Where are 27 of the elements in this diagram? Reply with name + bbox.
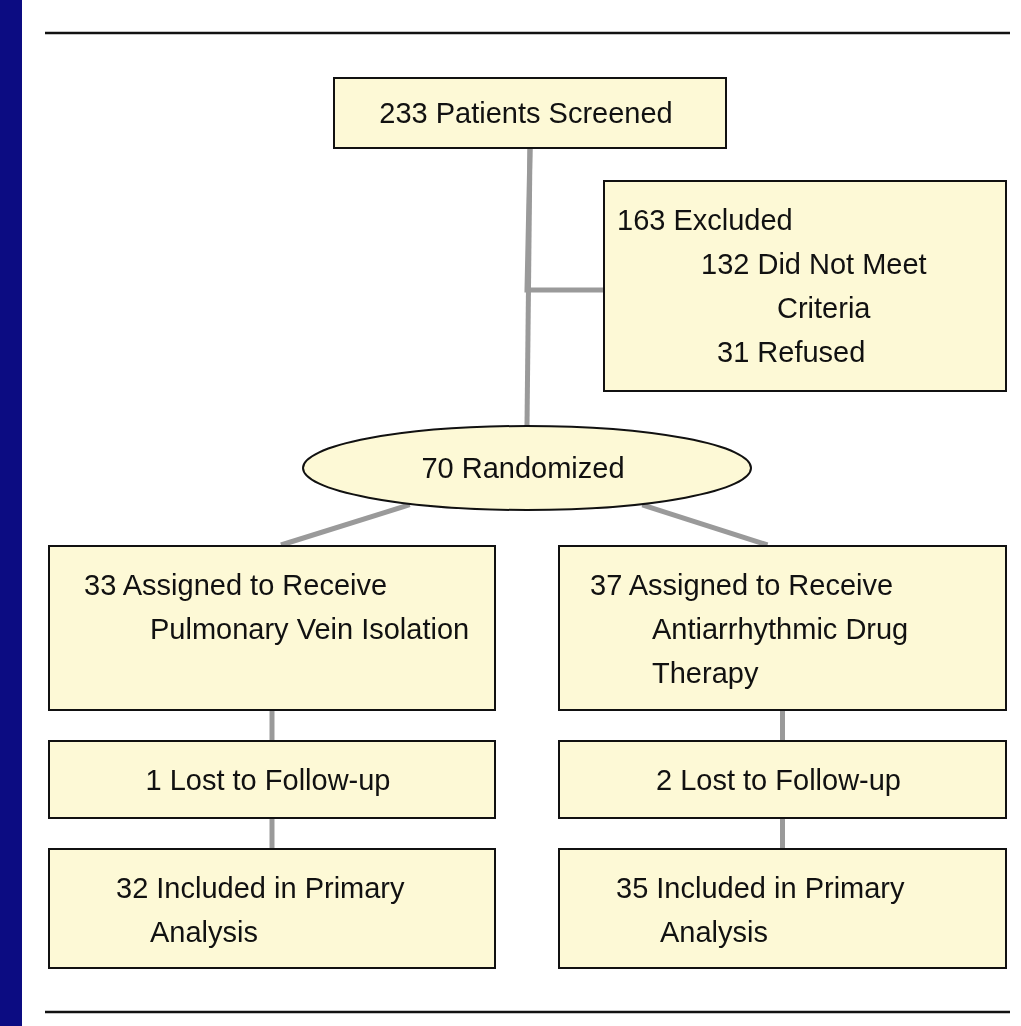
box-text: 233 Patients Screened [378,96,674,131]
connector-line [280,502,411,548]
box-text: 37 Assigned to Receive Antiarrhythmic Drug Therapy [589,568,910,691]
connector-line [269,819,275,848]
process-box [603,180,1007,392]
box-text: 1 Lost to Follow-up [144,763,392,798]
process-box [558,545,1007,711]
box-text: 32 Included in Primary Analysis [115,871,406,950]
process-box [48,740,496,819]
process-box [558,740,1007,819]
process-box [333,77,727,149]
connector-line [780,819,785,848]
process-box [48,545,496,711]
box-text: 31 Refused [716,335,867,370]
box-text: 132 Did Not Meet Criteria [700,247,928,326]
box-text: 163 Excluded [616,203,794,238]
connector-line [524,148,533,426]
process-box [558,848,1007,969]
oval-node [302,425,752,511]
connector-line [641,502,769,548]
connector-line [269,711,275,740]
process-box [48,848,496,969]
connector-line [780,711,785,740]
box-text: 35 Included in Primary Analysis [615,871,906,950]
box-text: 33 Assigned to Receive Pulmonary Vein Isolation [83,568,471,647]
box-text: 2 Lost to Follow-up [655,763,902,798]
box-text: 70 Randomized [421,451,626,486]
